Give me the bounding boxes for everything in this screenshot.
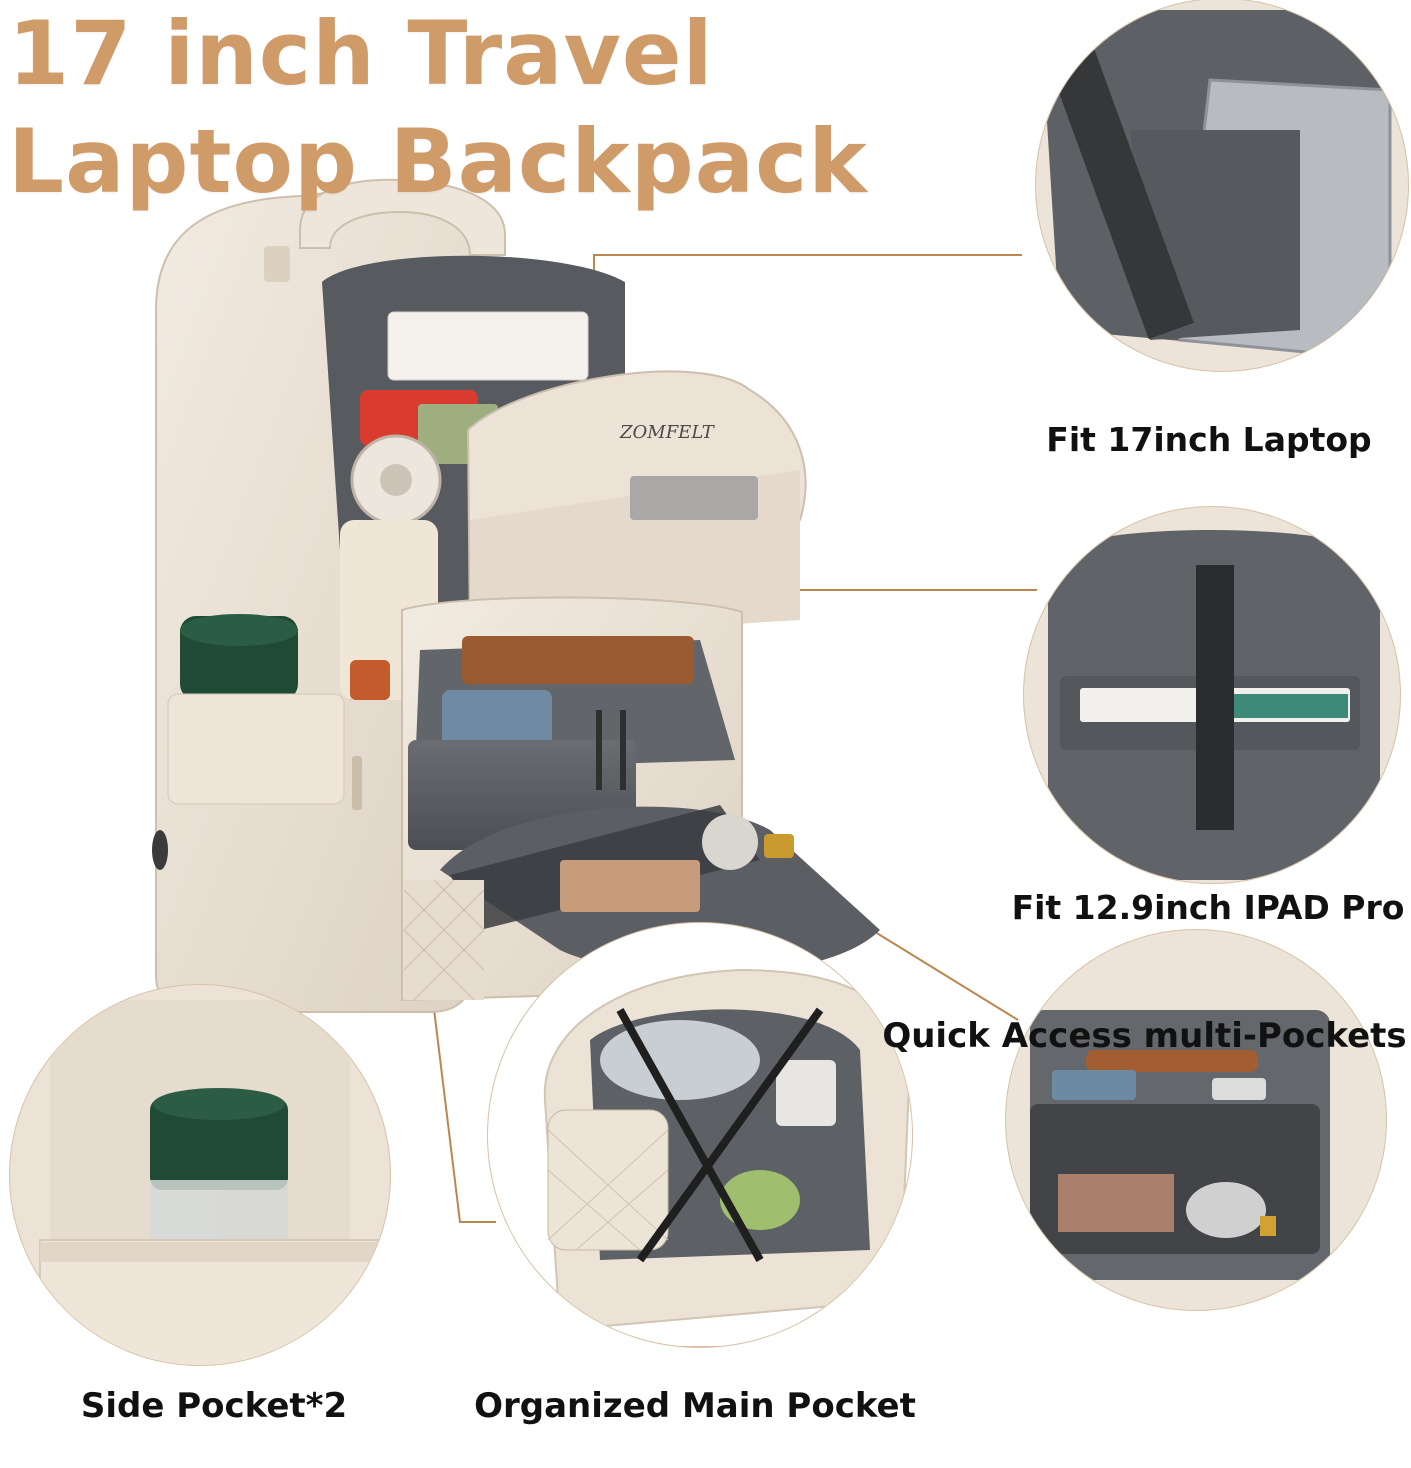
caption-ipad: Fit 12.9inch IPAD Pro [1011, 888, 1405, 927]
laptop-detail-circle [1035, 0, 1409, 372]
headline-line-1: 17 inch Travel [8, 2, 714, 105]
backpack-main: ZOMFELT [152, 178, 880, 1013]
caption-laptop: Fit 17inch Laptop [1046, 420, 1372, 459]
caption-main-pocket: Organized Main Pocket [474, 1386, 916, 1426]
headline: 17 inch Travel Laptop Backpack [8, 0, 868, 216]
brand-logo: ZOMFELT [619, 422, 716, 443]
caption-quick-access: Quick Access multi-Pockets [882, 1016, 1407, 1056]
headline-line-2: Laptop Backpack [8, 110, 868, 213]
quick-access-detail-circle [1005, 929, 1387, 1311]
main-pocket-detail-circle [487, 922, 913, 1348]
side-pocket-detail-circle [9, 984, 391, 1366]
ipad-detail-circle [1023, 506, 1401, 884]
caption-side-pocket: Side Pocket*2 [80, 1386, 348, 1426]
